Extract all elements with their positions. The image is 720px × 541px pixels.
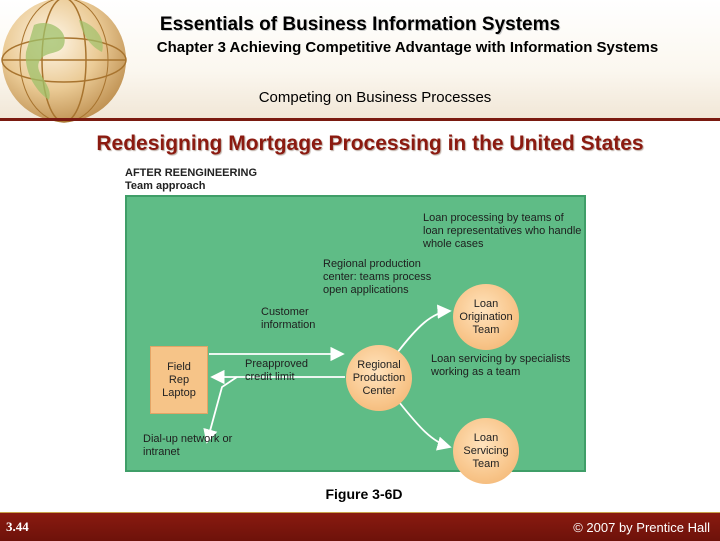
note-loan-processing: Loan processing by teams of loan represe… [423, 212, 582, 250]
figure-caption: Figure 3-6D [325, 486, 403, 502]
book-title: Essentials of Business Information Syste… [159, 14, 561, 35]
note-regional-center: Regional production center: teams proces… [323, 258, 432, 296]
regional-production-center: Regional Production Center [346, 345, 412, 411]
loan-servicing-team: Loan Servicing Team [453, 418, 519, 484]
slide-number: 3.44 [6, 519, 29, 534]
figure-subheading: Team approach [125, 180, 206, 192]
diagram-arrows [203, 304, 452, 451]
figure: AFTER REENGINEERING Team approach Field … [117, 164, 597, 484]
label-dialup: Dial-up network or intranet [143, 433, 233, 458]
regional-center-label: Regional Production Center [352, 358, 406, 397]
slide-header: Essentials of Business Information Syste… [0, 0, 720, 123]
loan-origination-team: Loan Origination Team [453, 284, 519, 350]
copyright-notice: © 2007 by Prentice Hall [573, 520, 710, 535]
header-divider [0, 118, 720, 121]
figure-heading: AFTER REENGINEERING [125, 167, 258, 179]
arrow-origination [396, 304, 452, 354]
field-rep-laptop: Field Rep Laptop [150, 346, 208, 414]
globe-icon [1, 0, 127, 123]
section-title: Competing on Business Processes [258, 89, 492, 106]
servicing-team-label: Loan Servicing Team [463, 431, 509, 470]
slide-title: Redesigning Mortgage Processing in the U… [96, 132, 644, 155]
label-customer-info: Customer information [261, 306, 316, 331]
label-preapproved: Preapproved credit limit [245, 358, 308, 383]
field-rep-label: Field Rep Laptop [162, 360, 196, 399]
chapter-title: Chapter 3 Achieving Competitive Advantag… [156, 39, 659, 56]
note-loan-servicing: Loan servicing by specialists working as… [431, 353, 571, 378]
diagram-panel: Field Rep Laptop Regional Production Cen… [125, 195, 586, 484]
origination-team-label: Loan Origination Team [459, 297, 513, 336]
arrow-dialup [203, 376, 238, 444]
arrow-servicing [398, 401, 452, 451]
slide-footer: 3.44 © 2007 by Prentice Hall [0, 512, 720, 541]
